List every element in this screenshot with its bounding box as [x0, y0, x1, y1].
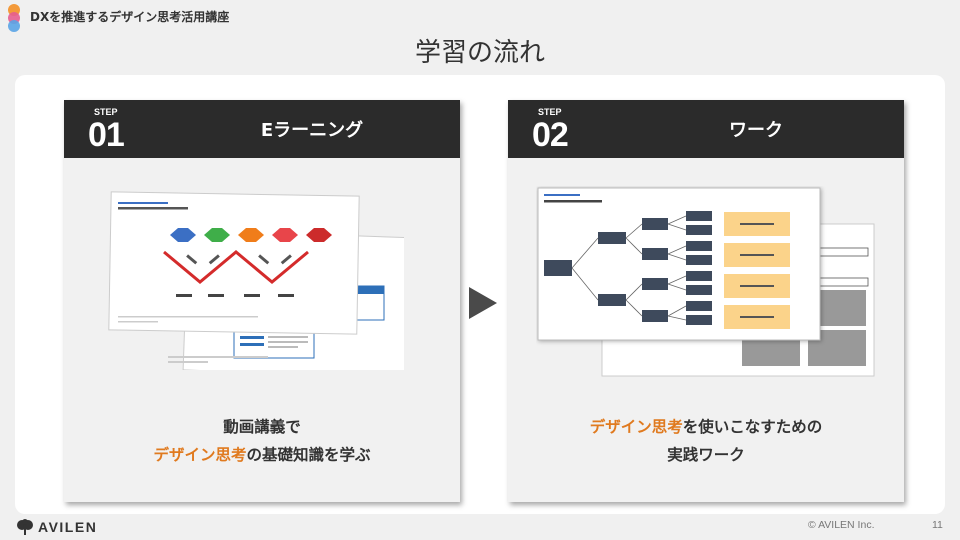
elearning-slide-thumbnail	[108, 191, 404, 370]
description-text: を使いこなすための	[682, 418, 823, 436]
hexagon-test	[306, 228, 332, 242]
course-logo-icon	[8, 4, 20, 32]
flow-arrow-icon	[469, 287, 497, 319]
step-number: 02	[532, 116, 569, 154]
step-card-work: STEP 02 ワーク	[508, 100, 904, 502]
hexagon-row	[170, 228, 332, 242]
step-label: STEP	[538, 107, 562, 117]
step-description-line1: 動画講義で	[223, 418, 301, 436]
step-description-line2: 実践ワーク	[667, 446, 745, 464]
brand-name: AVILEN	[38, 519, 98, 535]
step-card-header: STEP 02 ワーク	[508, 100, 904, 158]
step-number: 01	[88, 116, 125, 154]
hexagon-ideate	[238, 228, 264, 242]
step-description-line2: デザイン思考の基礎知識を学ぶ	[64, 441, 460, 469]
copyright: © AVILEN Inc.	[808, 519, 875, 531]
step-card-elearning: STEP 01 Eラーニング	[64, 100, 460, 502]
step-description-line1: デザイン思考を使いこなすための	[508, 413, 904, 441]
tree-connectors	[571, 215, 687, 321]
action-boxes	[724, 212, 790, 329]
step-label: STEP	[94, 107, 118, 117]
step-card-header: STEP 01 Eラーニング	[64, 100, 460, 158]
hexagon-define	[204, 228, 230, 242]
hexagon-prototype	[272, 228, 298, 242]
page-number: 11	[932, 519, 943, 531]
brand-logo: AVILEN	[16, 518, 97, 536]
description-text: の基礎知識を学ぶ	[246, 446, 371, 464]
course-title: DXを推進するデザイン思考活用講座	[30, 10, 230, 24]
step-description: 動画講義で デザイン思考の基礎知識を学ぶ	[64, 413, 460, 469]
work-slide-thumbnail	[537, 187, 875, 377]
highlight-text: デザイン思考	[589, 418, 683, 436]
hexagon-empathize	[170, 228, 196, 242]
step-description: デザイン思考を使いこなすための 実践ワーク	[508, 413, 904, 469]
step-title: ワーク	[729, 120, 783, 141]
tree-nodes	[544, 211, 712, 325]
tree-logo-icon	[17, 519, 33, 535]
highlight-text: デザイン思考	[153, 446, 247, 464]
page-title: 学習の流れ	[414, 38, 545, 68]
double-diamond-line	[163, 250, 309, 284]
step-title: Eラーニング	[260, 120, 364, 141]
